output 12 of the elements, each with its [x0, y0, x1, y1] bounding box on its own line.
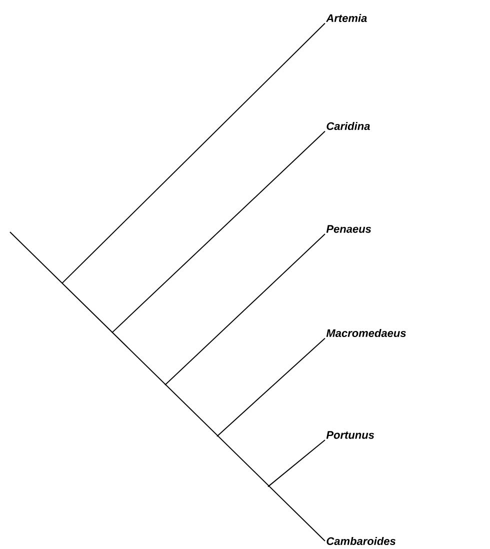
- branch-line: [112, 130, 326, 334]
- taxon-label: Macromedaeus: [326, 328, 406, 338]
- taxon-label: Portunus: [326, 431, 374, 439]
- taxon-label: Artemia: [326, 14, 367, 22]
- taxon-label: Caridina: [326, 122, 370, 130]
- branch-line: [62, 22, 326, 284]
- taxon-label: Cambaroides: [326, 536, 396, 546]
- branch-line: [216, 338, 326, 437]
- taxon-label: Penaeus: [326, 225, 372, 233]
- branch-line: [164, 234, 326, 386]
- branch-line: [268, 440, 326, 488]
- trunk-line: [10, 232, 326, 542]
